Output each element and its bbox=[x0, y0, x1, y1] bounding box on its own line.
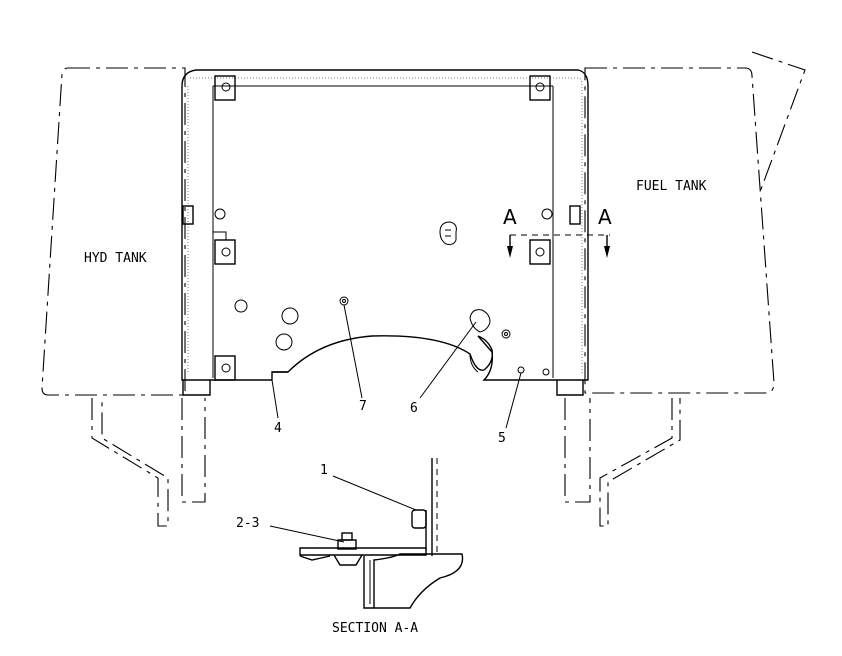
guard-plate bbox=[181, 69, 589, 396]
section-cut-line: A A bbox=[503, 205, 612, 258]
fuel-tank-outline bbox=[584, 51, 806, 394]
callout-1: 1 bbox=[320, 463, 328, 478]
callout-2-3: 2-3 bbox=[236, 516, 259, 531]
fuel-tank-label: FUEL TANK bbox=[636, 179, 707, 194]
section-detail bbox=[299, 458, 464, 609]
section-mark-right: A bbox=[598, 205, 612, 229]
plate-holes bbox=[214, 208, 553, 376]
callout-6: 6 bbox=[410, 401, 418, 416]
mounting-bolts bbox=[182, 75, 581, 381]
decal-icons bbox=[439, 221, 491, 333]
support-legs bbox=[91, 398, 681, 527]
section-mark-left: A bbox=[503, 205, 517, 229]
callouts: 4 7 6 5 1 2-3 bbox=[236, 304, 522, 543]
callout-5: 5 bbox=[498, 431, 506, 446]
section-title: SECTION A-A bbox=[332, 621, 418, 636]
callout-7: 7 bbox=[359, 399, 367, 414]
hyd-tank-outline bbox=[41, 67, 186, 396]
hyd-tank-label: HYD TANK bbox=[84, 251, 147, 266]
callout-4: 4 bbox=[274, 421, 282, 436]
